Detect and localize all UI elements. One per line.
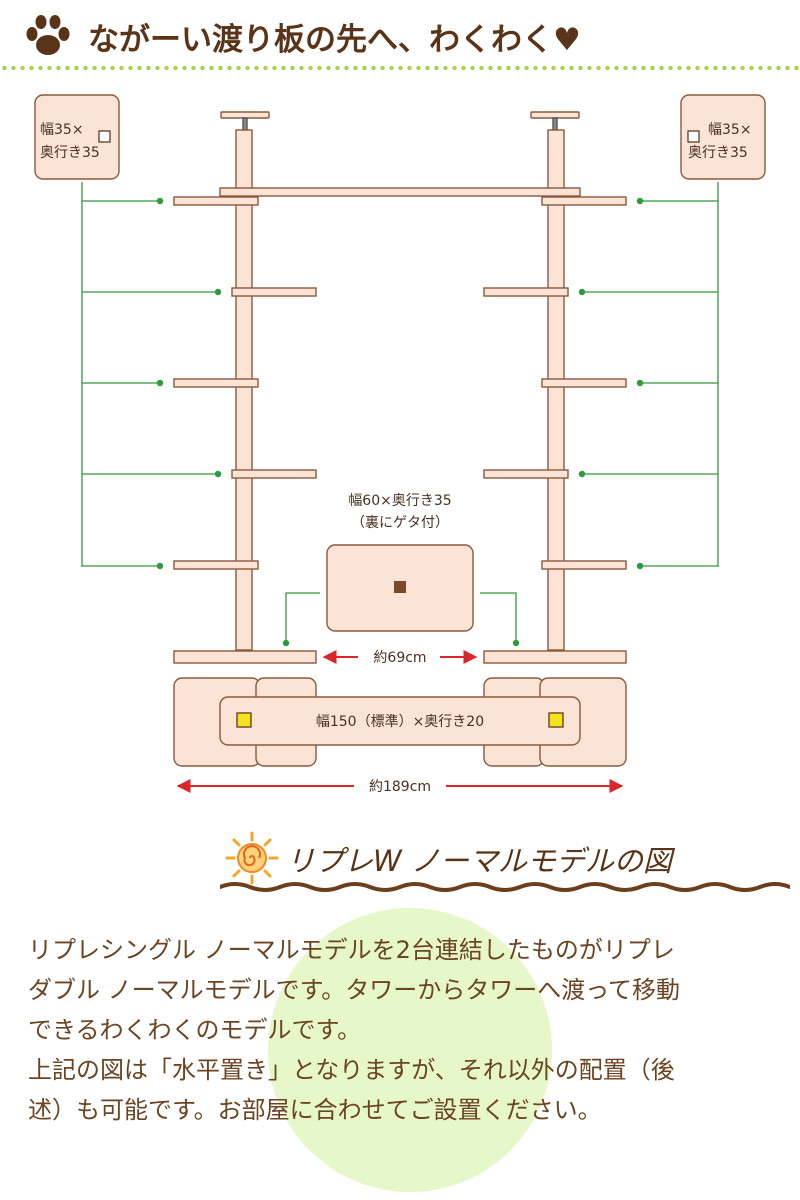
left-leader [81, 182, 218, 567]
description-line: 上記の図は「水平置き」となりますが、それ以外の配置（後 [28, 1056, 675, 1084]
center-leader-left [285, 592, 320, 643]
tower-diagram: 幅35× 奥行き35 幅35× 奥行き35 幅60×奥行き35 （裏にゲタ付） … [34, 94, 766, 795]
left-pole [235, 129, 253, 651]
center-box-size: 幅60×奥行き35 [348, 492, 451, 509]
wavy-underline [220, 882, 790, 892]
right-shelf-size-line1: 幅35× [708, 122, 752, 138]
center-box-marker [394, 581, 406, 593]
center-leader-right [480, 592, 517, 643]
left-label-square [98, 130, 111, 143]
right-shelf-size-line2: 奥行き35 [688, 144, 748, 161]
right-top-cap [530, 111, 580, 119]
center-box-note: （裏にゲタ付） [351, 514, 449, 531]
left-shelf-5 [173, 560, 259, 570]
right-pole [547, 129, 565, 651]
base-size-label: 幅150（標準）×奥行き20 [316, 713, 484, 730]
decorative-circle [268, 908, 552, 1192]
top-left-label-box [34, 94, 120, 180]
left-top-shelf [173, 196, 259, 206]
description-line: リプレシングル ノーマルモデルを2台連結したものがリプレ [28, 936, 675, 964]
right-shelf-3 [541, 378, 627, 388]
left-shelf-size-line1: 幅35× [40, 122, 84, 138]
sun-icon [225, 831, 279, 885]
right-leader [582, 182, 719, 567]
right-bottom-board [483, 650, 627, 664]
paw-icon [26, 15, 70, 55]
page-title: ながーい渡り板の先へ、わくわく♥ [88, 22, 581, 58]
right-top-bolt [552, 117, 558, 131]
header: ながーい渡り板の先へ、わくわく♥ [0, 0, 800, 72]
right-label-square [687, 130, 700, 143]
total-width-label: 約189cm [369, 779, 431, 795]
right-shelf-2 [483, 287, 569, 297]
description: リプレシングル ノーマルモデルを2台連結したものがリプレ ダブル ノーマルモデル… [28, 930, 778, 1130]
left-shelf-size-line2: 奥行き35 [40, 144, 100, 161]
left-shelf-2 [231, 287, 317, 297]
description-line: できるわくわくのモデルです。 [28, 1016, 362, 1044]
left-top-bolt [242, 117, 248, 131]
right-top-shelf [541, 196, 627, 206]
right-shelf-4 [483, 469, 569, 479]
description-line: 述）も可能です。お部屋に合わせてご設置ください。 [28, 1096, 602, 1124]
left-top-cap [220, 111, 270, 119]
base-marker-right [548, 712, 564, 728]
left-bottom-board [173, 650, 317, 664]
left-shelf-3 [173, 378, 259, 388]
base-board [219, 696, 581, 746]
left-shelf-4 [231, 469, 317, 479]
section-title: リプレW ノーマルモデルの図 [286, 844, 672, 878]
description-line: ダブル ノーマルモデルです。タワーからタワーへ渡って移動 [28, 976, 681, 1004]
top-right-label-box [680, 94, 766, 180]
bridge-board [219, 187, 581, 197]
dotted-divider [0, 65, 800, 71]
right-shelf-5 [541, 560, 627, 570]
base-marker-left [236, 712, 252, 728]
gap-label: 約69cm [373, 650, 426, 666]
